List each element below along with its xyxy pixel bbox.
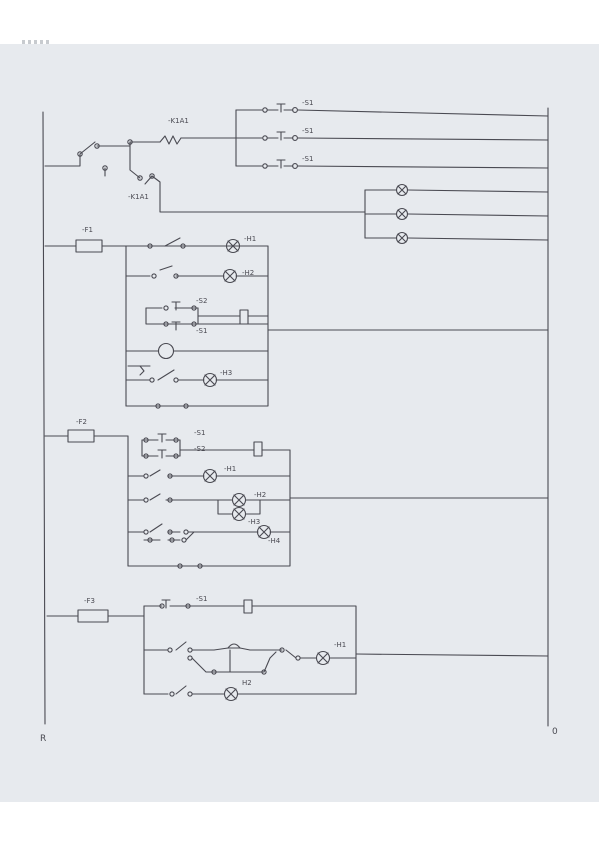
section-f2 bbox=[44, 429, 549, 567]
h2-label-a: -H2 bbox=[242, 269, 255, 277]
h2-label-c: H2 bbox=[242, 679, 252, 687]
paper-speck bbox=[22, 40, 52, 46]
h1-label-b: -H1 bbox=[224, 465, 237, 473]
s1-label-d: -S1 bbox=[196, 327, 208, 335]
s1-label-b: -S1 bbox=[302, 127, 314, 135]
section-f1 bbox=[44, 237, 549, 407]
f3-points bbox=[159, 603, 331, 702]
paper-sheet: R 0 -K1A1 -K1A1 -S1 -S1 -S1 -F1 -H1 -H2 … bbox=[0, 44, 599, 802]
section-f3 bbox=[46, 599, 549, 695]
relay-contact-label: -K1A1 bbox=[128, 193, 149, 201]
s2-label-a: -S2 bbox=[196, 297, 208, 305]
h3-label-b: -H3 bbox=[248, 518, 261, 526]
lamp-group-1 bbox=[395, 183, 409, 245]
h1-label-a: -H1 bbox=[244, 235, 257, 243]
relay-coil-label: -K1A1 bbox=[168, 117, 189, 125]
h1-label-c: -H1 bbox=[334, 641, 347, 649]
s1-label-f: -S1 bbox=[196, 595, 208, 603]
s1-label-c: -S1 bbox=[302, 155, 314, 163]
circuit-diagram bbox=[42, 103, 549, 727]
bus-right-label: 0 bbox=[552, 727, 558, 737]
s1-label-e: -S1 bbox=[194, 429, 206, 437]
section-relay bbox=[44, 103, 549, 241]
f1-label: -F1 bbox=[82, 226, 94, 234]
f1-points bbox=[147, 238, 241, 409]
s2-label-b: -S2 bbox=[194, 445, 206, 453]
h3-label-a: -H3 bbox=[220, 369, 233, 377]
bus-lines bbox=[42, 107, 549, 727]
h2-label-b: -H2 bbox=[254, 491, 267, 499]
relay-contact-points bbox=[77, 107, 298, 181]
f2-points bbox=[143, 437, 272, 569]
s1-label-a: -S1 bbox=[302, 99, 314, 107]
h4-label: -H4 bbox=[268, 537, 281, 545]
bus-left-label: R bbox=[40, 734, 47, 744]
f3-label: -F3 bbox=[84, 597, 96, 605]
f2-label: -F2 bbox=[76, 418, 88, 426]
